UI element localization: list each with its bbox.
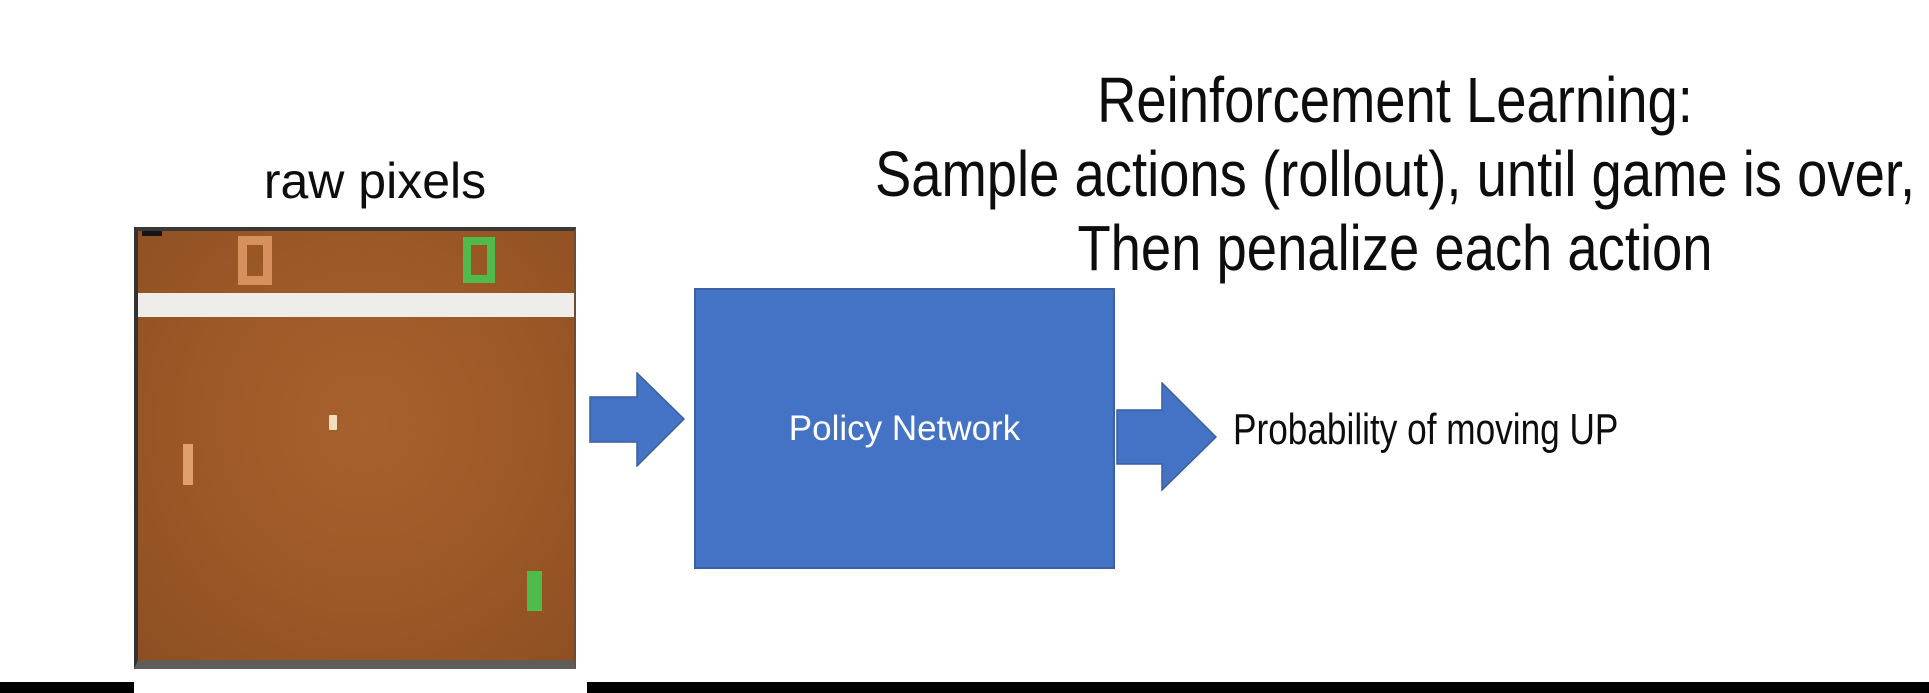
output-arrow-icon bbox=[1116, 382, 1218, 492]
pong-right-score-digit bbox=[463, 237, 495, 283]
pong-corner-mark bbox=[142, 231, 162, 236]
pong-top-wall bbox=[138, 293, 574, 317]
policy-network-label: Policy Network bbox=[788, 408, 1021, 448]
input-arrow-icon bbox=[589, 372, 686, 467]
title-line-2: Sample actions (rollout), until game is … bbox=[874, 138, 1916, 210]
pong-ball bbox=[329, 415, 337, 430]
probability-label: Probability of moving UP bbox=[1233, 405, 1619, 454]
pong-right-paddle bbox=[527, 571, 542, 611]
title-line-1: Reinforcement Learning: bbox=[1097, 64, 1693, 136]
pong-left-paddle bbox=[183, 444, 193, 485]
policy-network-box: Policy Network bbox=[694, 288, 1115, 569]
pong-left-score-digit bbox=[238, 236, 272, 285]
title-line-3: Then penalize each action bbox=[1077, 212, 1713, 284]
pong-field bbox=[138, 231, 574, 660]
raw-pixels-label: raw pixels bbox=[263, 153, 487, 209]
bottom-black-bar-left bbox=[0, 682, 134, 693]
bottom-black-bar-right bbox=[587, 682, 1929, 693]
slide-title: Reinforcement Learning: Sample actions (… bbox=[875, 63, 1915, 285]
pong-game-screenshot bbox=[134, 227, 576, 669]
